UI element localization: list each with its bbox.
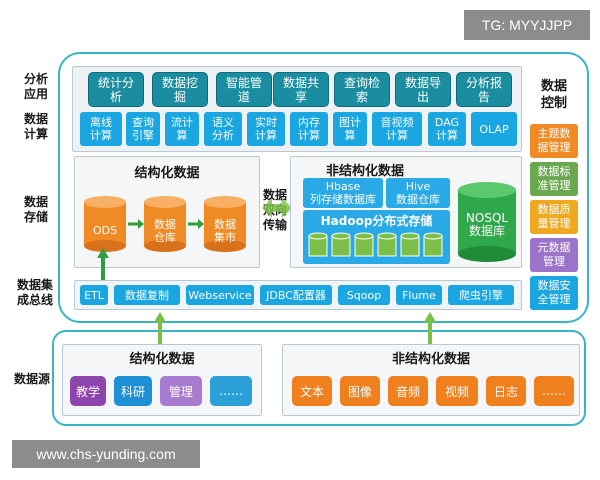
source-structured-more: …… <box>210 376 252 406</box>
hbase-box: Hbase 列存储数据库 <box>303 178 383 208</box>
nosql-cylinder <box>458 182 516 262</box>
hive-box: Hive 数据仓库 <box>386 178 450 208</box>
app-pipeline: 智能管 道 <box>216 72 272 107</box>
warehouse-cylinder <box>144 196 186 252</box>
source-research: 科研 <box>114 376 152 406</box>
watermark-bottom: www.chs-yunding.com <box>12 440 200 468</box>
bus-etl: ETL <box>80 285 108 305</box>
control-quality: 数据质 量管理 <box>530 200 578 234</box>
row-label-source: 数据源 <box>13 372 50 386</box>
row-label-bus: 数据集 成总线 <box>16 278 53 307</box>
bus-jdbc: JDBC配置器 <box>260 285 332 305</box>
compute-av: 音视频 计算 <box>372 112 422 146</box>
compute-olap: OLAP <box>471 112 517 146</box>
source-log: 日志 <box>486 376 526 406</box>
control-title: 数据 控制 <box>540 79 567 111</box>
compute-offline: 离线 计算 <box>80 112 122 146</box>
unstructured-storage-title: 非结构化数据 <box>325 164 404 179</box>
app-search: 查询检 索 <box>334 72 390 107</box>
source-text: 文本 <box>292 376 332 406</box>
row-label-compute: 数据 计算 <box>23 112 48 141</box>
app-report: 分析报 告 <box>456 72 512 107</box>
source-unstructured-title: 非结构化数据 <box>391 352 470 367</box>
compute-semantic: 语义 分析 <box>204 112 242 146</box>
node-warehouse: 数据 仓库 <box>154 218 176 244</box>
bus-replication: 数据复制 <box>114 285 180 305</box>
compute-query-engine: 查询 引擎 <box>126 112 160 146</box>
source-structured-title: 结构化数据 <box>129 352 195 367</box>
compute-memory: 内存 计算 <box>290 112 328 146</box>
structured-storage-title: 结构化数据 <box>134 166 200 181</box>
source-teaching: 教学 <box>70 376 106 406</box>
control-standard: 数据标 准管理 <box>530 162 578 196</box>
source-unstructured-more: …… <box>534 376 574 406</box>
bus-crawler: 爬虫引擎 <box>448 285 514 305</box>
row-label-app: 分析 应用 <box>23 72 48 101</box>
source-management: 管理 <box>160 376 202 406</box>
mart-cylinder <box>204 196 246 252</box>
bus-sqoop: Sqoop <box>338 285 390 305</box>
source-image: 图像 <box>340 376 380 406</box>
bus-flume: Flume <box>396 285 442 305</box>
node-ods: ODS <box>92 224 118 237</box>
app-sharing: 数据共 享 <box>273 72 329 107</box>
source-video: 视频 <box>436 376 478 406</box>
hadoop-disks <box>308 232 443 257</box>
compute-graph: 图计 算 <box>333 112 367 146</box>
bus-up-arrow <box>97 248 109 280</box>
compute-stream: 流计 算 <box>165 112 199 146</box>
app-mining: 数据挖 掘 <box>152 72 208 107</box>
transfer-arrow <box>262 198 292 218</box>
source-audio: 音频 <box>388 376 428 406</box>
bus-webservice: Webservice <box>186 285 254 305</box>
nosql-label: NOSQL 数据库 <box>465 211 509 238</box>
control-subject: 主题数 据管理 <box>530 124 578 158</box>
app-stats: 统计分 析 <box>88 72 144 107</box>
ods-cylinder <box>84 196 126 252</box>
compute-dag: DAG 计算 <box>428 112 466 146</box>
source-arrow-left <box>154 312 166 344</box>
structured-storage-graphic <box>84 196 246 252</box>
row-label-storage: 数据 存储 <box>23 195 48 224</box>
app-export: 数据导 出 <box>395 72 451 107</box>
source-arrow-right <box>424 312 436 344</box>
compute-realtime: 实时 计算 <box>247 112 285 146</box>
control-security: 数据安 全管理 <box>530 276 578 310</box>
hadoop-label: Hadoop分布式存储 <box>320 213 433 228</box>
node-mart: 数据 集市 <box>214 218 236 244</box>
watermark-top: TG: MYYJJPP <box>464 10 590 40</box>
control-metadata: 元数据 管理 <box>530 238 578 272</box>
